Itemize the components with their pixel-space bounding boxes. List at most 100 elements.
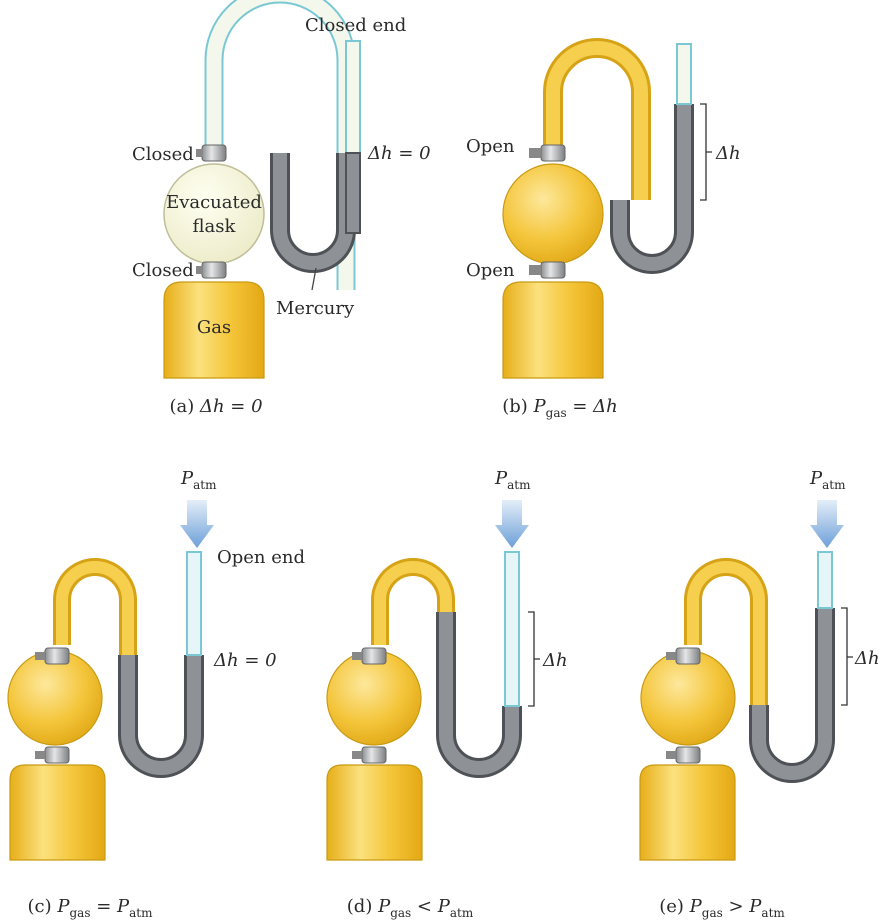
label-flask: flask: [193, 216, 237, 237]
mercury-e-outline: [749, 608, 835, 783]
mercury-d: [439, 612, 519, 775]
valve-b-top: [540, 144, 566, 162]
caption-d-lhs: P: [377, 896, 391, 917]
u-tube-empty: [206, 0, 354, 290]
label-open-end: Open end: [217, 547, 305, 568]
gas-cylinder-e: [639, 764, 736, 861]
valve-bottom-knob: [196, 266, 203, 274]
caption-c-lhs-sub: gas: [69, 906, 90, 920]
patm-d: Patm: [494, 468, 531, 492]
caption-b-lhs-sub: gas: [546, 406, 567, 420]
label-open-top: Open: [466, 136, 515, 157]
caption-d-rhs: P: [437, 896, 451, 917]
caption-e-prefix: (e): [659, 896, 689, 917]
flask-b: [502, 163, 604, 265]
gas-cylinder-b: [502, 281, 604, 379]
panel-b: Open Open Δh (b) Pgas = Δh: [466, 38, 741, 420]
valve-b-bottom: [540, 261, 566, 279]
patm-arrow-e: [810, 500, 844, 548]
caption-d-op: <: [411, 896, 438, 917]
caption-c-lhs: P: [56, 896, 70, 917]
caption-a-text: Δh = 0: [199, 396, 263, 417]
label-closed-end: Closed end: [305, 15, 406, 36]
gas-cylinder-c: [9, 764, 106, 861]
mercury-e: [752, 608, 832, 780]
caption-e-lhs: P: [689, 896, 703, 917]
caption-e-lhs-sub: gas: [702, 906, 723, 920]
dh-bracket-d: [528, 611, 540, 707]
caption-b-prefix: (b): [502, 396, 533, 417]
dh-bracket-e: [841, 607, 853, 706]
valve-b-top-knob: [529, 148, 541, 158]
mercury-column-right: [345, 152, 361, 234]
valve-d-bottom: [361, 746, 387, 764]
patm-d-p: P: [494, 468, 508, 489]
patm-e-p: P: [809, 468, 823, 489]
caption-b: (b) Pgas = Δh: [502, 396, 618, 420]
valve-e-top-knob: [666, 652, 676, 660]
patm-e: Patm: [809, 468, 846, 492]
caption-a-prefix: (a): [169, 396, 200, 417]
label-mercury: Mercury: [276, 298, 355, 319]
label-dh-b: Δh: [715, 143, 741, 164]
valve-bottom: [201, 261, 227, 279]
valve-c-top-knob: [35, 652, 45, 660]
mercury-u: [273, 153, 353, 270]
gas-tube-e: [687, 561, 765, 705]
valve-b-bottom-knob: [529, 265, 541, 275]
patm-d-sub: atm: [507, 478, 531, 492]
flask-c: [7, 650, 103, 746]
label-closed-bottom: Closed: [132, 260, 194, 281]
mercury-d-outline: [436, 612, 522, 778]
gas-cylinder: [163, 281, 265, 379]
valve-e-bottom-knob: [666, 751, 676, 759]
caption-a: (a) Δh = 0: [169, 396, 262, 417]
patm-c: Patm: [180, 468, 217, 492]
patm-e-sub: atm: [822, 478, 846, 492]
mercury-pointer: [311, 267, 317, 291]
caption-b-lhs: P: [533, 396, 547, 417]
caption-d-lhs-sub: gas: [390, 906, 411, 920]
valve-top-knob: [196, 149, 203, 157]
caption-e: (e) Pgas > Patm: [659, 896, 785, 920]
caption-c-op: =: [90, 896, 117, 917]
caption-c: (c) Pgas = Patm: [28, 896, 154, 920]
patm-arrow-d: [495, 500, 529, 548]
caption-b-rhs: Δh: [592, 396, 618, 417]
panel-e: Patm Δh (e) Pgas > Patm: [639, 468, 880, 920]
caption-c-rhs: P: [116, 896, 130, 917]
caption-d: (d) Pgas < Patm: [347, 896, 474, 920]
caption-c-rhs-sub: atm: [129, 906, 153, 920]
panel-d: Patm Δh (d) Pgas < Patm: [326, 468, 568, 920]
mercury-b: [613, 104, 691, 271]
open-end-tube-d: [504, 551, 520, 707]
patm-c-sub: atm: [193, 478, 217, 492]
evacuated-flask: [163, 163, 265, 265]
flask-e: [640, 650, 736, 746]
caption-d-prefix: (d): [347, 896, 378, 917]
valve-d-bottom-knob: [352, 751, 362, 759]
panel-c: Patm Open end Δh = 0 (c) Pgas = Patm: [7, 468, 305, 920]
valve-e-top: [675, 647, 701, 665]
label-evacuated: Evacuated: [166, 192, 262, 213]
dh-bracket-b: [700, 103, 712, 201]
label-dh-e: Δh: [854, 648, 880, 669]
closed-end-tube-b: [676, 43, 692, 105]
valve-d-top-knob: [352, 652, 362, 660]
caption-e-rhs-sub: atm: [761, 906, 785, 920]
label-closed-top: Closed: [132, 144, 194, 165]
caption-b-op: =: [567, 396, 594, 417]
caption-c-prefix: (c): [28, 896, 58, 917]
patm-arrow-c: [180, 500, 214, 548]
open-end-tube-e: [817, 551, 833, 609]
valve-d-top: [361, 647, 387, 665]
caption-e-rhs: P: [748, 896, 762, 917]
label-dh-zero-c: Δh = 0: [213, 650, 277, 671]
flask-d: [326, 650, 422, 746]
gas-tube-b: [546, 41, 648, 200]
label-dh-d: Δh: [542, 650, 568, 671]
label-gas: Gas: [197, 317, 231, 338]
label-dh-zero-a: Δh = 0: [367, 143, 431, 164]
valve-e-bottom: [675, 746, 701, 764]
